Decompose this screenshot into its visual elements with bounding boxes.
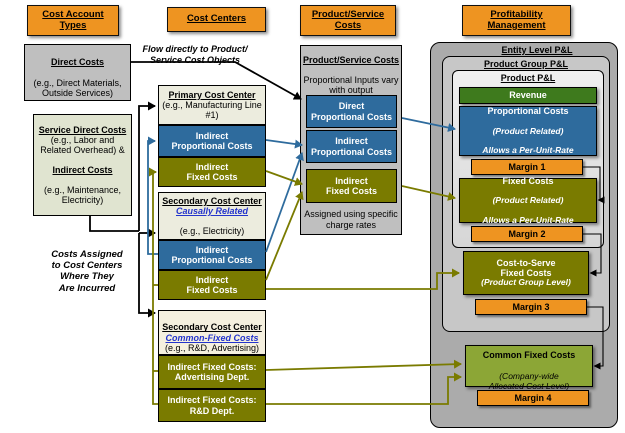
header-profitability-management-label: Profitability Management — [487, 8, 546, 31]
header-cost-centers: Cost Centers — [167, 7, 266, 32]
service-direct-costs-detail: (e.g., Labor and Related Overhead) & — [40, 134, 125, 155]
secondary-cost-center-causal-box: Secondary Cost Center Causally Related (… — [158, 192, 266, 240]
arrow-primary-prop-to-product — [265, 139, 303, 149]
service-direct-costs-title: Service Direct Costs — [38, 124, 127, 135]
primary-cost-center-box: Primary Cost Center (e.g., Manufacturing… — [158, 85, 266, 125]
direct-costs-detail: (e.g., Direct Materials, Outside Service… — [33, 77, 122, 98]
secondary-causal-subtitle: (e.g., Electricity) — [179, 226, 245, 237]
margin-1-box: Margin 1 — [471, 159, 583, 175]
header-product-service-costs: Product/Service Costs — [300, 5, 396, 36]
margin-2-box: Margin 2 — [471, 226, 583, 242]
header-cost-account-types: Cost Account Types — [27, 5, 119, 36]
margin-3-box: Margin 3 — [475, 299, 587, 315]
cost-to-serve-box: Cost-to-Serve Fixed Costs (Product Group… — [463, 251, 589, 295]
margin-4-box: Margin 4 — [477, 390, 589, 406]
primary-cost-center-subtitle: (e.g., Manufacturing Line #1) — [162, 99, 262, 121]
entity-level-pnl-label: Entity Level P&L — [501, 45, 573, 55]
secondary-cost-center-common-box: Secondary Cost Center Common-Fixed Costs… — [158, 310, 266, 355]
common-fixed-costs-link[interactable]: Common-Fixed Costs — [165, 332, 259, 343]
rnd-fixed-costs-box: Indirect Fixed Costs: R&D Dept. — [158, 389, 266, 422]
indirect-fixed-costs-box: Indirect Fixed Costs — [306, 169, 397, 203]
arrow-secondary-to-primary-proportional — [147, 136, 158, 255]
header-product-service-costs-label: Product/Service Costs — [311, 8, 385, 31]
indirect-costs-detail: (e.g., Maintenance, Electricity) — [43, 185, 122, 206]
assignment-note: Costs Assigned to Cost Centers Where The… — [51, 249, 123, 294]
direct-costs-title: Direct Costs — [50, 57, 104, 68]
header-profitability-management: Profitability Management — [462, 5, 571, 36]
flow-directly-note: Flow directly to Product/ Service Cost O… — [142, 44, 248, 65]
arrow-secondary-fixed-to-product — [265, 191, 304, 281]
secondary-causal-title: Secondary Cost Center — [162, 195, 262, 206]
primary-indirect-fixed-box: Indirect Fixed Costs — [158, 157, 266, 187]
pnl-fixed-costs-box: Fixed Costs (Product Related) Allows a P… — [459, 175, 597, 225]
indirect-costs-title: Indirect Costs — [52, 165, 113, 175]
arrow-service-trunk — [89, 216, 139, 232]
causally-related-link[interactable]: Causally Related — [175, 205, 249, 216]
direct-proportional-costs-box: Direct Proportional Costs — [306, 95, 397, 128]
direct-costs-box: Direct Costs (e.g., Direct Materials, Ou… — [24, 44, 131, 101]
primary-cost-center-title: Primary Cost Center — [168, 89, 256, 100]
primary-indirect-proportional-box: Indirect Proportional Costs — [158, 125, 266, 157]
advertising-fixed-costs-box: Indirect Fixed Costs: Advertising Dept. — [158, 355, 266, 389]
product-service-panel-subtitle: Proportional Inputs vary with output — [303, 75, 399, 96]
product-service-panel-header: Product/Service Costs Proportional Input… — [301, 47, 401, 96]
header-cost-account-types-label: Cost Account Types — [42, 8, 104, 31]
header-cost-centers-label: Cost Centers — [186, 13, 247, 25]
common-fixed-title: Common Fixed Costs — [482, 350, 576, 361]
arrow-primary-fixed-to-product — [265, 170, 303, 186]
pnl-proportional-title: Proportional Costs — [487, 106, 569, 117]
pnl-fixed-line2: (Product Related) — [492, 195, 564, 206]
arrow-service-to-primary — [138, 101, 156, 231]
secondary-indirect-proportional-box: Indirect Proportional Costs — [158, 240, 266, 270]
product-service-panel-title: Product/Service Costs — [302, 54, 400, 65]
revenue-box: Revenue — [459, 87, 597, 104]
secondary-indirect-fixed-box: Indirect Fixed Costs — [158, 270, 266, 300]
arrow-service-to-secondary-common — [138, 233, 156, 318]
pnl-proportional-line3: Allows a Per-Unit-Rate — [482, 145, 574, 156]
arrow-secondary-prop-to-product — [265, 152, 304, 253]
secondary-common-subtitle: (e.g., R&D, Advertising) — [164, 342, 260, 353]
indirect-proportional-costs-box: Indirect Proportional Costs — [306, 130, 397, 163]
product-group-pnl-label: Product Group P&L — [484, 59, 568, 69]
pnl-fixed-title: Fixed Costs — [502, 175, 554, 186]
common-fixed-costs-pnl-box: Common Fixed Costs (Company-wide Allocat… — [465, 345, 593, 391]
pnl-fixed-line3: Allows a Per-Unit-Rate — [482, 214, 574, 225]
secondary-common-title: Secondary Cost Center — [162, 322, 262, 333]
product-pnl-label: Product P&L — [500, 73, 556, 83]
pnl-proportional-costs-box: Proportional Costs (Product Related) All… — [459, 106, 597, 156]
cost-to-serve-line2: (Product Group Level) — [481, 277, 571, 288]
common-fixed-line2: (Company-wide Allocated Cost Level) — [488, 370, 570, 392]
pnl-proportional-line2: (Product Related) — [492, 125, 564, 136]
charge-rates-note: Assigned using specific charge rates — [304, 209, 398, 230]
cost-to-serve-title: Cost-to-Serve Fixed Costs — [496, 258, 556, 279]
service-indirect-costs-box: Service Direct Costs (e.g., Labor and Re… — [33, 114, 132, 216]
